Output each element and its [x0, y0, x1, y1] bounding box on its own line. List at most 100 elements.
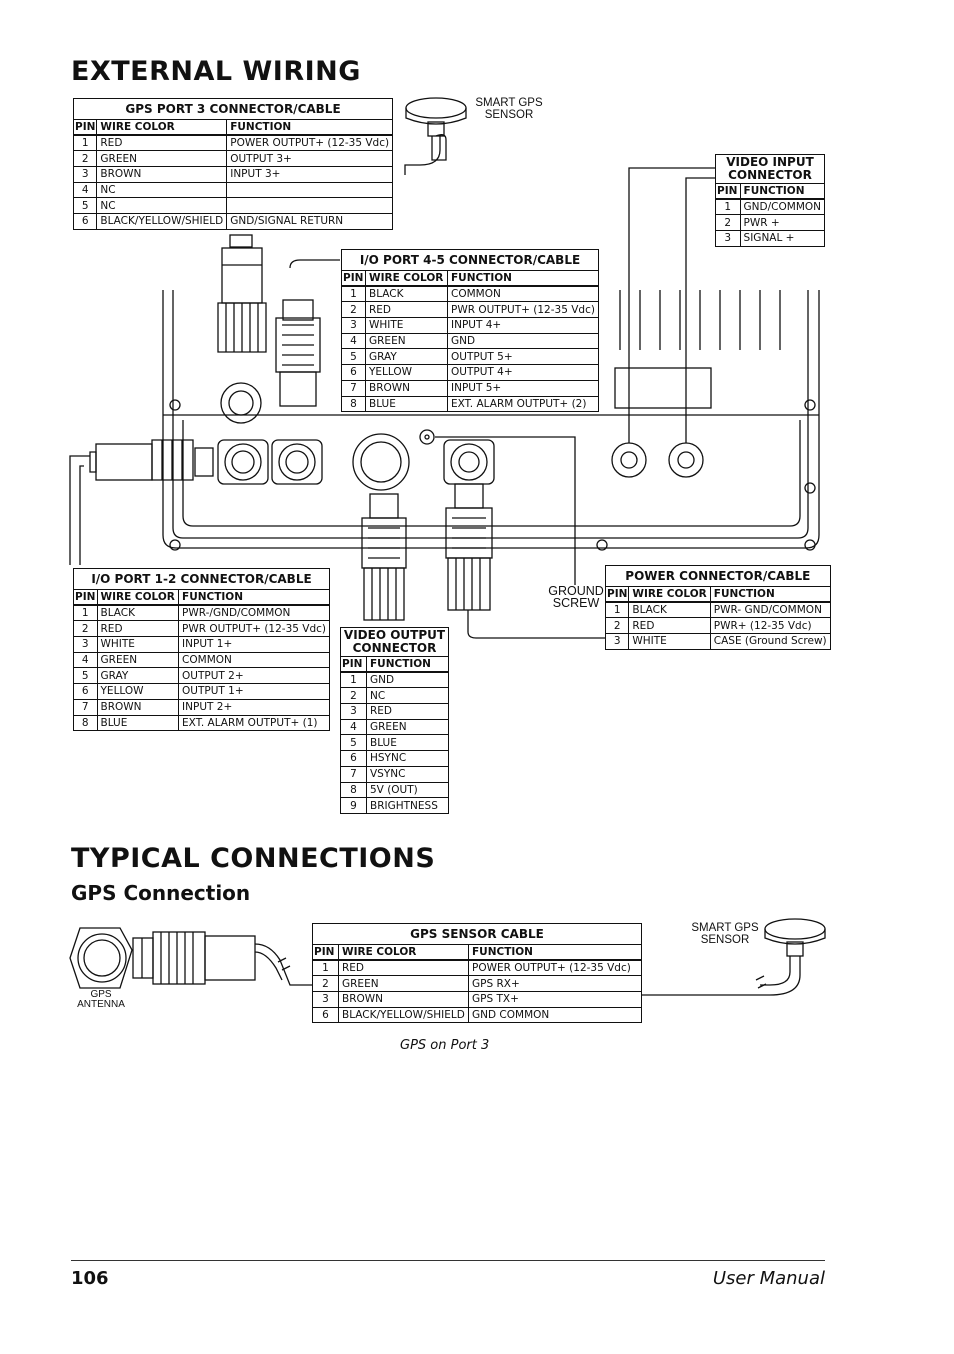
pin-cell: 2	[340, 687, 367, 705]
manual-title: User Manual	[712, 1268, 825, 1289]
table-title: GPS PORT 3 CONNECTOR/CABLE	[73, 98, 394, 119]
smart-gps-sensor-bottom	[640, 918, 826, 996]
pin-cell: 3	[715, 230, 741, 247]
function-cell: INPUT 3+	[226, 166, 394, 183]
ground-screw-leader	[435, 436, 576, 585]
gps-antenna-connector-bottom	[69, 927, 133, 989]
function-cell: COMMON	[178, 651, 330, 669]
function-cell: GND/SIGNAL RETURN	[226, 213, 394, 230]
wire-color-cell: WHITE	[96, 636, 180, 653]
ground-screw-symbol	[419, 429, 435, 445]
wire-color-cell: YELLOW	[96, 683, 180, 700]
column-header: FUNCTION	[366, 656, 449, 674]
function-cell: HSYNC	[366, 750, 449, 767]
pin-cell: 1	[341, 285, 366, 303]
pin-cell: 6	[340, 750, 367, 767]
column-header: PIN	[312, 944, 339, 962]
function-cell: INPUT 1+	[178, 636, 330, 653]
panel-connector-power	[443, 439, 495, 485]
function-cell: VSYNC	[366, 765, 449, 783]
table-title: GPS SENSOR CABLE	[312, 923, 642, 944]
wire-color-cell: YELLOW	[365, 364, 448, 381]
wire-color-cell: NC	[96, 181, 228, 199]
function-cell: INPUT 4+	[447, 317, 599, 334]
pin-cell: 2	[72, 150, 98, 168]
smart-gps-sensor-top	[404, 97, 467, 175]
function-cell: BRIGHTNESS	[366, 797, 449, 814]
gps-antenna-label: GPS ANTENNA	[77, 989, 125, 1010]
wire-color-cell: BLACK/YELLOW/SHIELD	[96, 213, 228, 230]
pin-cell: 4	[72, 181, 98, 199]
column-header: PIN	[340, 656, 367, 674]
function-cell: PWR+ (12-35 Vdc)	[709, 617, 831, 635]
figure-caption: GPS on Port 3	[400, 1038, 490, 1053]
wire-color-cell: BROWN	[365, 379, 448, 397]
pin-cell: 3	[604, 633, 630, 650]
function-cell: GPS RX+	[468, 975, 642, 993]
wire-color-cell: WHITE	[628, 633, 711, 650]
pin-cell: 1	[604, 601, 630, 619]
function-cell: COMMON	[447, 285, 599, 303]
wire-color-cell: GREEN	[365, 332, 448, 350]
power-cable-connector	[445, 483, 606, 639]
function-cell: OUTPUT 1+	[178, 683, 330, 700]
video-input-leader-2	[685, 177, 715, 443]
function-cell: RED	[366, 703, 449, 720]
wire-color-cell: RED	[365, 301, 448, 319]
function-cell	[226, 197, 394, 215]
column-header: WIRE COLOR	[365, 270, 448, 288]
pin-cell: 1	[72, 134, 98, 152]
function-cell	[226, 181, 394, 199]
wire-color-cell: BLACK	[628, 601, 711, 619]
pin-cell: 3	[72, 166, 98, 183]
pin-cell: 7	[341, 379, 366, 397]
pin-cell: 6	[341, 364, 366, 381]
function-cell: NC	[366, 687, 449, 705]
column-header: PIN	[715, 183, 741, 201]
function-cell: EXT. ALARM OUTPUT+ (1)	[178, 714, 330, 732]
panel-connector-upper	[220, 382, 262, 424]
ground-screw-label: GROUND SCREW	[548, 584, 604, 610]
pin-cell: 2	[73, 620, 98, 638]
function-cell: GPS TX+	[468, 991, 642, 1008]
pin-cell: 5	[73, 667, 98, 685]
pin-cell: 3	[73, 636, 98, 653]
function-cell: PWR +	[739, 214, 826, 232]
column-header: PIN	[341, 270, 366, 288]
function-cell: GND COMMON	[468, 1006, 642, 1024]
function-cell: GND	[447, 332, 599, 350]
pin-cell: 4	[73, 651, 98, 669]
column-header: WIRE COLOR	[96, 119, 228, 137]
page-number: 106	[71, 1268, 109, 1289]
panel-connector-video-in-2	[668, 442, 704, 478]
column-header: WIRE COLOR	[96, 589, 180, 607]
page-title-external-wiring: EXTERNAL WIRING	[71, 56, 361, 87]
panel-connector-video-out	[352, 433, 410, 491]
function-cell: EXT. ALARM OUTPUT+ (2)	[447, 395, 599, 413]
column-header: PIN	[73, 589, 98, 607]
pin-cell: 5	[341, 348, 366, 366]
smart-gps-sensor-label-bottom: SMART GPS SENSOR	[691, 922, 759, 946]
